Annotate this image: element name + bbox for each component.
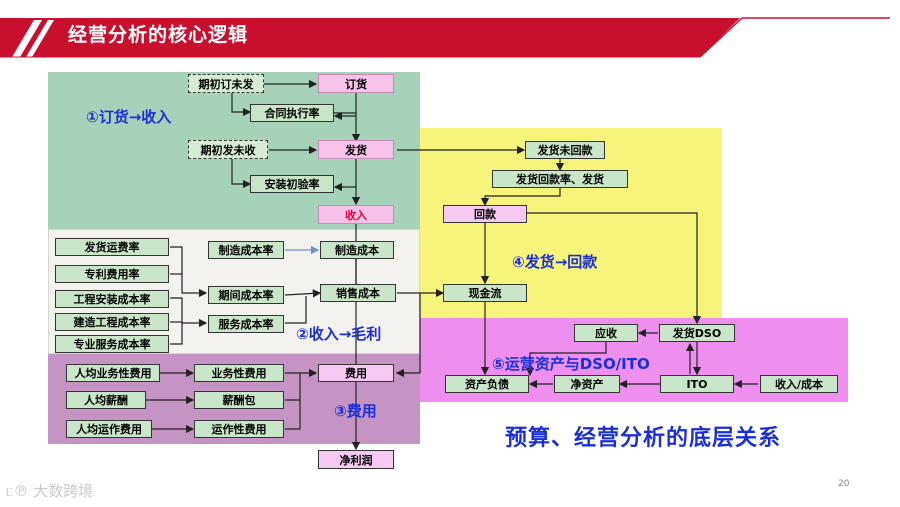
box-service-cost-rate: 服务成本率 <box>208 315 284 333</box>
box-patent-fee-rate: 专利费用率 <box>55 265 169 283</box>
box-business-fee: 业务性费用 <box>194 364 284 382</box>
box-net-profit: 净利润 <box>318 450 394 469</box>
box-net-assets: 净资产 <box>554 375 620 393</box>
box-order: 订货 <box>318 74 394 93</box>
box-assets-liabilities: 资产负债 <box>445 375 529 393</box>
box-salary-pack: 薪酬包 <box>194 391 284 409</box>
box-ship-collect-rate: 发货回款率、发货 <box>492 170 628 188</box>
box-opening-unshipped-orders: 期初订未发 <box>188 74 264 93</box>
box-ship: 发货 <box>318 140 394 159</box>
label-revenue-to-margin: ②收入→毛利 <box>296 325 382 343</box>
box-ito: ITO <box>660 375 734 393</box>
box-per-capita-salary: 人均薪酬 <box>66 391 146 409</box>
box-pro-service-cost-rate: 专业服务成本率 <box>55 335 169 353</box>
label-order-to-revenue: ①订货→收入 <box>86 108 172 126</box>
label-ship-to-collect: ④发货→回款 <box>512 253 598 271</box>
watermark-text: 大数跨境 <box>33 482 94 500</box>
box-ship-freight-rate: 发货运费率 <box>55 238 169 256</box>
box-revenue-cost: 收入/成本 <box>760 375 838 393</box>
header-shape <box>0 17 890 58</box>
watermark-logo: ᥴ℗ 大数跨境 <box>6 480 93 501</box>
box-per-capita-business-fee: 人均业务性费用 <box>66 364 160 382</box>
label-expense: ③费用 <box>334 402 377 420</box>
box-opening-unaccepted: 期初发未收 <box>188 140 268 159</box>
box-install-accept-rate: 安装初验率 <box>250 175 334 193</box>
box-per-capita-ops-fee: 人均运作费用 <box>66 420 152 438</box>
box-receivable: 应收 <box>574 324 638 342</box>
box-mfg-cost: 制造成本 <box>320 241 394 259</box>
header-banner: 经营分析的核心逻辑 <box>0 0 900 60</box>
box-mfg-cost-rate: 制造成本率 <box>208 241 284 259</box>
watermark-icon: ᥴ℗ <box>6 482 34 500</box>
box-ops-fee: 运作性费用 <box>194 420 284 438</box>
box-expense: 费用 <box>318 364 394 382</box>
box-period-cost-rate: 期间成本率 <box>208 286 284 304</box>
box-sales-cost: 销售成本 <box>320 284 396 302</box>
page-title: 经营分析的核心逻辑 <box>68 24 249 46</box>
box-contract-exec-rate: 合同执行率 <box>250 104 334 122</box>
box-revenue: 收入 <box>318 205 394 224</box>
box-cash-flow: 现金流 <box>443 284 527 302</box>
label-operating-assets: ⑤运营资产与DSO/ITO <box>492 355 650 373</box>
box-collection: 回款 <box>443 205 527 223</box>
box-construction-cost-rate: 建造工程成本率 <box>55 313 169 331</box>
bottom-title: 预算、经营分析的底层关系 <box>505 426 782 451</box>
box-ship-dso: 发货DSO <box>659 324 735 342</box>
box-shipped-uncollected: 发货未回款 <box>525 141 605 159</box>
page-number: 20 <box>838 479 850 489</box>
box-eng-install-cost-rate: 工程安装成本率 <box>55 290 169 308</box>
